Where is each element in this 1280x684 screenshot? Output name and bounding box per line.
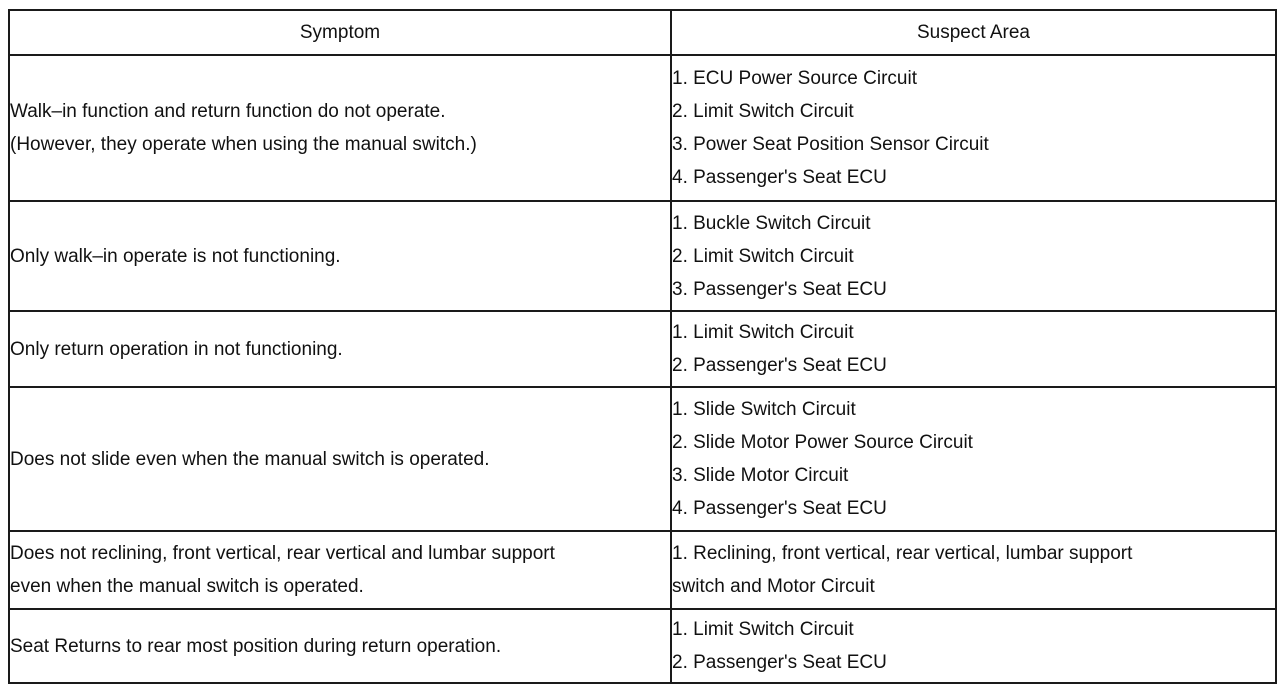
symptom-cell: Seat Returns to rear most position durin… xyxy=(8,608,672,684)
suspect-area-item: 4. Passenger's Seat ECU xyxy=(672,167,887,188)
suspect-area-cell: 1. Limit Switch Circuit 2. Passenger's S… xyxy=(670,310,1277,388)
suspect-area-item: 2. Limit Switch Circuit xyxy=(672,101,854,122)
suspect-area-list: 1. Limit Switch Circuit 2. Passenger's S… xyxy=(672,613,1275,679)
suspect-area-cell: 1. Buckle Switch Circuit 2. Limit Switch… xyxy=(670,200,1277,312)
suspect-area-cell: 1. Slide Switch Circuit 2. Slide Motor P… xyxy=(670,386,1277,532)
suspect-area-item: 1. Reclining, front vertical, rear verti… xyxy=(672,543,1133,564)
suspect-area-item: switch and Motor Circuit xyxy=(672,576,875,597)
troubleshooting-table: Symptom Suspect Area Walk–in function an… xyxy=(8,9,1277,684)
suspect-area-item: 1. Limit Switch Circuit xyxy=(672,619,854,640)
suspect-area-list: 1. Slide Switch Circuit 2. Slide Motor P… xyxy=(672,393,1275,525)
table-row: Only return operation in not functioning… xyxy=(8,310,1277,388)
symptom-line: (However, they operate when using the ma… xyxy=(10,134,477,155)
suspect-area-item: 3. Power Seat Position Sensor Circuit xyxy=(672,134,989,155)
suspect-area-item: 2. Passenger's Seat ECU xyxy=(672,355,887,376)
suspect-area-cell: 1. Reclining, front vertical, rear verti… xyxy=(670,530,1277,610)
symptom-line: Walk–in function and return function do … xyxy=(10,101,446,122)
symptom-line: Only return operation in not functioning… xyxy=(10,338,343,360)
symptom-line: Only walk–in operate is not functioning. xyxy=(10,245,341,267)
suspect-area-item: 1. Buckle Switch Circuit xyxy=(672,212,871,234)
table-row: Walk–in function and return function do … xyxy=(8,54,1277,202)
table-row: Only walk–in operate is not functioning.… xyxy=(8,200,1277,312)
symptom-cell: Does not reclining, front vertical, rear… xyxy=(8,530,672,610)
suspect-area-item: 1. Slide Switch Circuit xyxy=(672,399,856,420)
symptom-line: Does not slide even when the manual swit… xyxy=(10,448,490,470)
suspect-area-item: 1. Limit Switch Circuit xyxy=(672,322,854,343)
column-header-symptom: Symptom xyxy=(8,9,672,56)
suspect-area-item: 4. Passenger's Seat ECU xyxy=(672,498,887,519)
suspect-area-list: 1. Buckle Switch Circuit 2. Limit Switch… xyxy=(672,207,1275,306)
table-header-row: Symptom Suspect Area xyxy=(8,9,1277,56)
symptom-line: Seat Returns to rear most position durin… xyxy=(10,635,502,657)
column-header-suspect-area: Suspect Area xyxy=(670,9,1277,56)
symptom-cell: Only return operation in not functioning… xyxy=(8,310,672,388)
suspect-area-item: 3. Slide Motor Circuit xyxy=(672,465,849,486)
symptom-line: even when the manual switch is operated. xyxy=(10,576,364,597)
symptom-line: Does not reclining, front vertical, rear… xyxy=(10,543,555,564)
suspect-area-item: 2. Passenger's Seat ECU xyxy=(672,652,887,673)
suspect-area-list: 1. Limit Switch Circuit 2. Passenger's S… xyxy=(672,316,1275,382)
suspect-area-list: 1. ECU Power Source Circuit 2. Limit Swi… xyxy=(672,62,1275,194)
suspect-area-cell: 1. ECU Power Source Circuit 2. Limit Swi… xyxy=(670,54,1277,202)
table-row: Does not reclining, front vertical, rear… xyxy=(8,530,1277,610)
suspect-area-cell: 1. Limit Switch Circuit 2. Passenger's S… xyxy=(670,608,1277,684)
table-row: Does not slide even when the manual swit… xyxy=(8,386,1277,532)
suspect-area-item: 3. Passenger's Seat ECU xyxy=(672,278,887,300)
troubleshooting-table-container: Symptom Suspect Area Walk–in function an… xyxy=(8,9,1277,684)
symptom-cell: Does not slide even when the manual swit… xyxy=(8,386,672,532)
suspect-area-item: 1. ECU Power Source Circuit xyxy=(672,68,917,89)
suspect-area-item: 2. Slide Motor Power Source Circuit xyxy=(672,432,973,453)
symptom-cell: Only walk–in operate is not functioning. xyxy=(8,200,672,312)
suspect-area-list: 1. Reclining, front vertical, rear verti… xyxy=(672,537,1275,603)
suspect-area-item: 2. Limit Switch Circuit xyxy=(672,245,854,267)
symptom-cell: Walk–in function and return function do … xyxy=(8,54,672,202)
table-row: Seat Returns to rear most position durin… xyxy=(8,608,1277,684)
